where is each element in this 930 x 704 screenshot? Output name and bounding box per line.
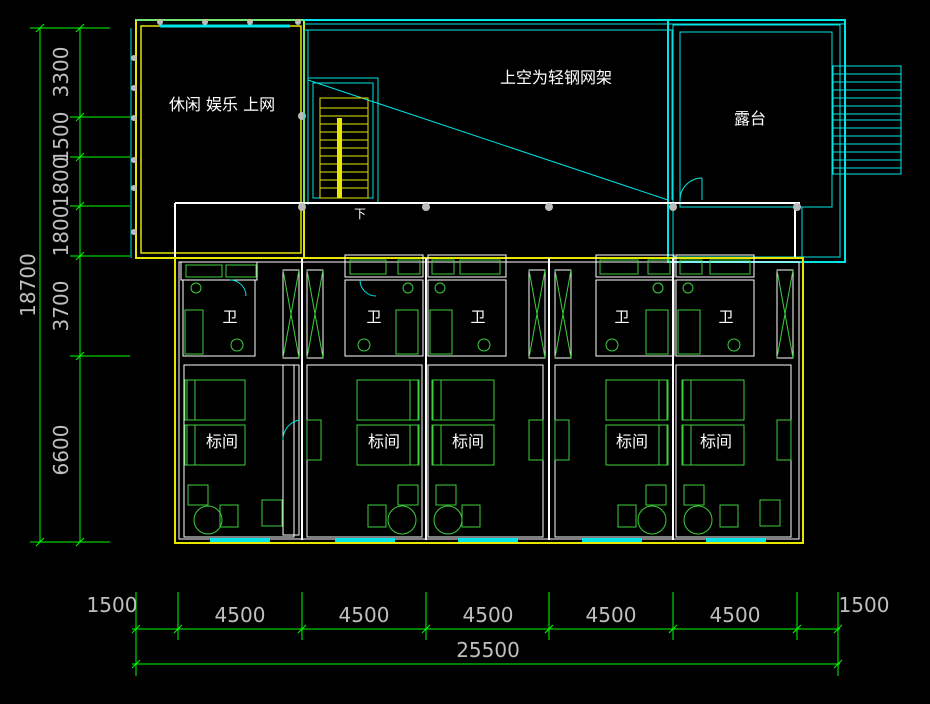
leisure-room-label: 休闲 娱乐 上网 <box>169 95 275 114</box>
standard-room-label-3: 标间 <box>452 432 484 451</box>
bathroom-label-2: 卫 <box>366 308 381 326</box>
standard-room-label-4: 标间 <box>616 432 648 451</box>
standard-room-label-5: 标间 <box>700 432 732 451</box>
standard-room-label-1: 标间 <box>206 432 238 451</box>
room-unit-2 <box>306 254 424 538</box>
leisure-room <box>130 19 306 259</box>
room-unit-5 <box>675 254 794 538</box>
stair-down-label: 下 <box>354 207 366 221</box>
dim-v-total: 18700 <box>16 253 40 317</box>
dim-h-total: 25500 <box>456 638 520 662</box>
terrace <box>667 19 902 263</box>
dim-h-4500-3: 4500 <box>463 603 514 627</box>
corridor <box>174 202 801 258</box>
horizontal-dimension-labels: 1500 4500 4500 4500 4500 4500 1500 25500 <box>87 593 890 662</box>
dim-h-1500-right: 1500 <box>839 593 890 617</box>
guest-room-block <box>174 257 804 544</box>
terrace-label: 露台 <box>734 109 766 128</box>
bathroom-label-3: 卫 <box>470 308 485 326</box>
room-unit-3 <box>427 254 546 538</box>
roof-frame-label: 上空为轻钢网架 <box>500 68 612 87</box>
dim-h-4500-1: 4500 <box>215 603 266 627</box>
dim-v-3700: 3700 <box>49 281 73 332</box>
stair <box>307 77 379 204</box>
partition-walls <box>301 258 674 540</box>
vertical-dimension-labels: 3300 1500 1800 1800 3700 6600 18700 <box>16 47 73 476</box>
dim-h-4500-5: 4500 <box>710 603 761 627</box>
dim-v-1800-b: 1800 <box>49 206 73 257</box>
horizontal-dimension-chain <box>131 592 843 676</box>
bathroom-label-1: 卫 <box>222 308 237 326</box>
dim-v-1500: 1500 <box>49 112 73 163</box>
standard-room-label-2: 标间 <box>368 432 400 451</box>
bathroom-label-4: 卫 <box>614 308 629 326</box>
room-unit-4 <box>554 254 675 538</box>
room-unit-1 <box>180 261 300 538</box>
dim-v-1800-a: 1800 <box>49 157 73 208</box>
bathroom-label-5: 卫 <box>718 308 733 326</box>
dim-h-1500-left: 1500 <box>87 593 138 617</box>
dim-v-3300: 3300 <box>49 47 73 98</box>
dim-h-4500-2: 4500 <box>339 603 390 627</box>
dim-v-6600: 6600 <box>49 425 73 476</box>
dim-h-4500-4: 4500 <box>586 603 637 627</box>
vertical-dimension-chain <box>30 23 130 547</box>
